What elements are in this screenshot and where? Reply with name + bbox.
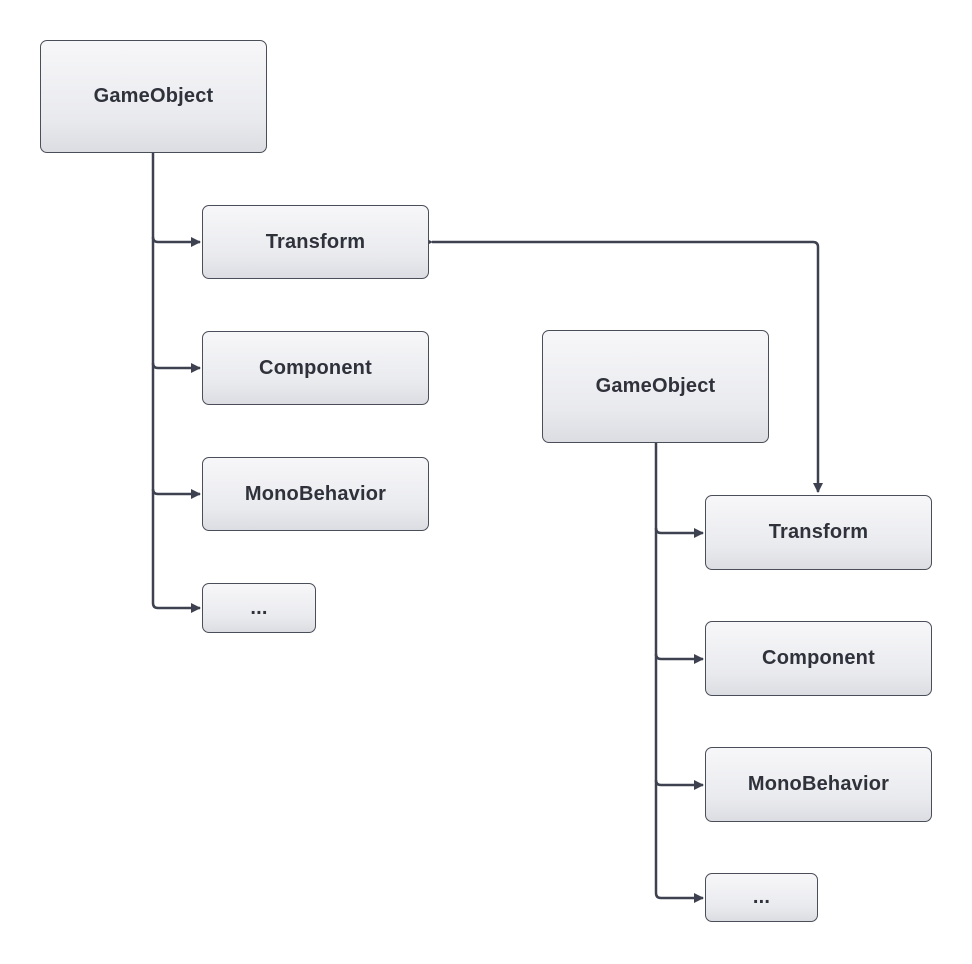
left-trunk-line: [151, 153, 201, 613]
left-gameobject-label: GameObject: [93, 85, 214, 107]
right-component-node[interactable]: Component: [705, 621, 932, 696]
left-monobehavior-label: MonoBehavior: [244, 482, 387, 505]
left-transform-node[interactable]: Transform: [202, 205, 429, 279]
left-component-node[interactable]: Component: [202, 331, 429, 405]
transform-link-line: [423, 237, 823, 493]
left-ellipsis-label: ...: [250, 596, 268, 619]
right-branch-transform: [654, 527, 704, 538]
right-transform-label: Transform: [768, 521, 869, 543]
right-monobehavior-node[interactable]: MonoBehavior: [705, 747, 932, 822]
left-ellipsis-node[interactable]: ...: [202, 583, 316, 633]
left-monobehavior-node[interactable]: MonoBehavior: [202, 457, 429, 531]
right-branch-monobehavior: [654, 779, 704, 790]
right-gameobject-label: GameObject: [595, 375, 716, 397]
left-branch-component: [151, 362, 201, 373]
right-branch-component: [654, 653, 704, 664]
right-ellipsis-node[interactable]: ...: [705, 873, 818, 922]
right-trunk-line: [654, 443, 704, 903]
right-component-label: Component: [762, 647, 875, 669]
right-ellipsis-label: ...: [752, 886, 771, 908]
left-transform-label: Transform: [265, 230, 366, 253]
right-transform-node[interactable]: Transform: [705, 495, 932, 570]
left-branch-monobehavior: [151, 488, 201, 499]
right-gameobject-node[interactable]: GameObject: [542, 330, 769, 443]
right-monobehavior-label: MonoBehavior: [747, 773, 890, 795]
left-branch-transform: [151, 236, 201, 247]
left-gameobject-node[interactable]: GameObject: [40, 40, 267, 153]
left-component-label: Component: [259, 356, 372, 379]
